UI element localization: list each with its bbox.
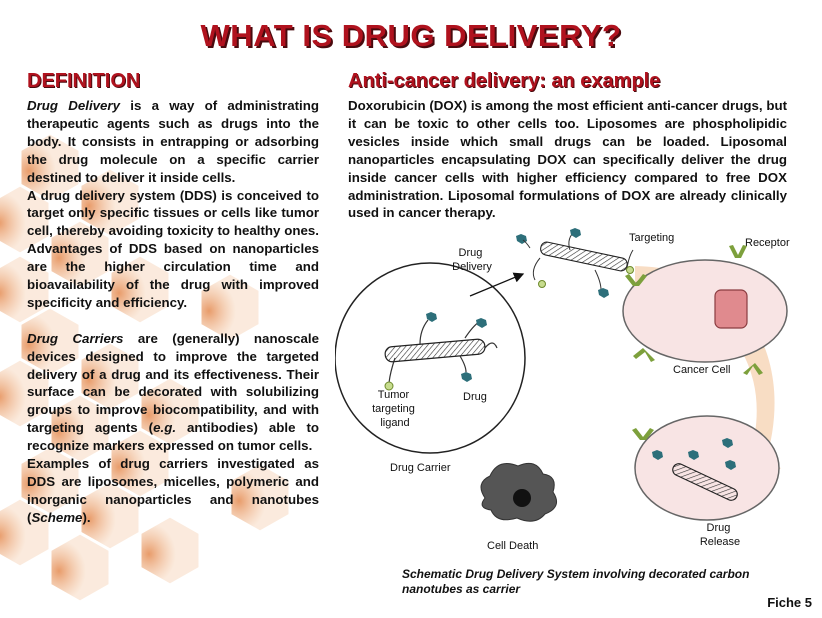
paragraph-doxorubicin: Doxorubicin (DOX) is among the most effi… [348,98,787,221]
figure-caption: Schematic Drug Delivery System involving… [402,567,750,596]
page-footer-label: Fiche 5 [767,595,812,610]
label-cell-death: Cell Death [487,540,538,552]
cell-nucleus [714,289,748,329]
label-drug-carrier: Drug Carrier [390,462,451,474]
label-drug-release: Drug Release [700,522,740,548]
delivery-arrow [469,272,525,297]
definition-heading: DEFINITION [27,70,141,92]
carrier-in-transit [516,228,634,298]
term-drug-delivery: Drug Delivery [27,98,121,113]
term-drug-carriers: Drug Carriers [27,330,124,346]
label-drug: Drug [463,391,487,403]
label-cancer-cell: Cancer Cell [673,364,730,376]
drug-delivery-scheme: Tumor targeting ligand Drug Drug Carrier… [335,228,790,552]
label-tumor-targeting-ligand: Tumor targeting ligand [372,389,418,429]
drug-carrier-zoom [335,262,526,454]
cancer-cell [622,245,788,375]
receptor-icon [625,245,763,375]
label-drug-delivery: Drug Delivery [452,247,492,273]
example-text: Doxorubicin (DOX) is among the most effi… [348,97,787,222]
dead-cell [480,462,558,522]
drug-release-cell [632,415,780,521]
label-receptor: Receptor [745,237,790,249]
definition-text: Drug Delivery is a way of administrating… [27,97,319,527]
paragraph-drug-delivery: Drug Delivery is a way of administrating… [27,98,319,185]
drug-molecule-icon [426,312,472,382]
page-title: WHAT IS DRUG DELIVERY? [200,18,622,53]
paragraph-dds: A drug delivery system (DDS) is conceive… [27,187,319,310]
example-heading: Anti-cancer delivery: an example [348,70,661,92]
paragraph-drug-carriers: Drug Carriers are (generally) nanoscale … [27,330,319,454]
paragraph-examples: Examples of drug carriers investigated a… [27,456,319,525]
label-targeting: Targeting [629,232,674,244]
